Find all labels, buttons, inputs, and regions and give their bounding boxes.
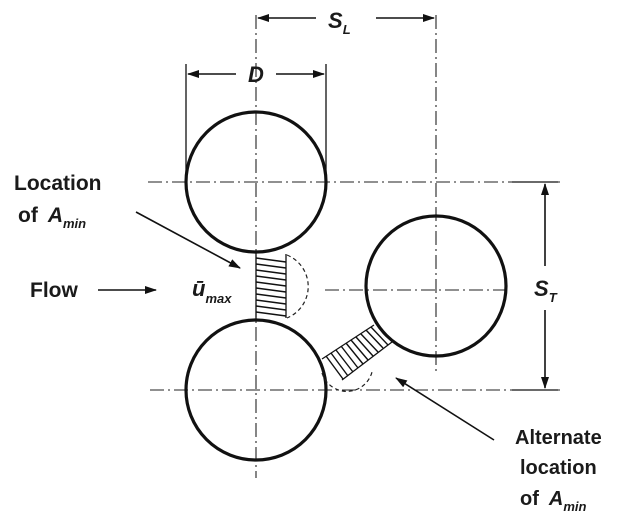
sl-subscript: L xyxy=(343,22,351,37)
alternate-line1: Alternate xyxy=(515,427,602,449)
dimension-st xyxy=(512,181,558,391)
sl-label: S xyxy=(328,8,343,33)
location-a-subscript: min xyxy=(63,216,86,231)
st-subscript: T xyxy=(549,290,558,305)
tubes xyxy=(184,110,508,462)
svg-text:SL: SL xyxy=(328,8,351,37)
velocity-subscript: max xyxy=(205,291,232,306)
amin-hatch-diagonal xyxy=(321,324,393,392)
alternate-a-symbol: A xyxy=(548,488,563,510)
svg-text:ST: ST xyxy=(534,276,558,305)
svg-text:ūmax: ūmax xyxy=(192,276,232,306)
location-a-symbol: A xyxy=(47,204,63,227)
center-lines xyxy=(148,15,560,478)
location-of: of xyxy=(18,204,39,227)
location-line1: Location xyxy=(14,172,102,195)
leader-arrows xyxy=(98,211,495,441)
flow-label: Flow xyxy=(30,279,78,302)
alternate-a-subscript: min xyxy=(563,499,586,514)
tube-right xyxy=(364,214,508,358)
alternate-line2: location xyxy=(520,457,597,479)
diameter-label: D xyxy=(248,62,264,87)
dimension-d xyxy=(185,64,327,176)
alternate-of: of xyxy=(520,488,539,510)
amin-hatch-vertical xyxy=(255,252,309,320)
st-label: S xyxy=(534,276,549,301)
velocity-symbol: ū xyxy=(192,276,206,301)
